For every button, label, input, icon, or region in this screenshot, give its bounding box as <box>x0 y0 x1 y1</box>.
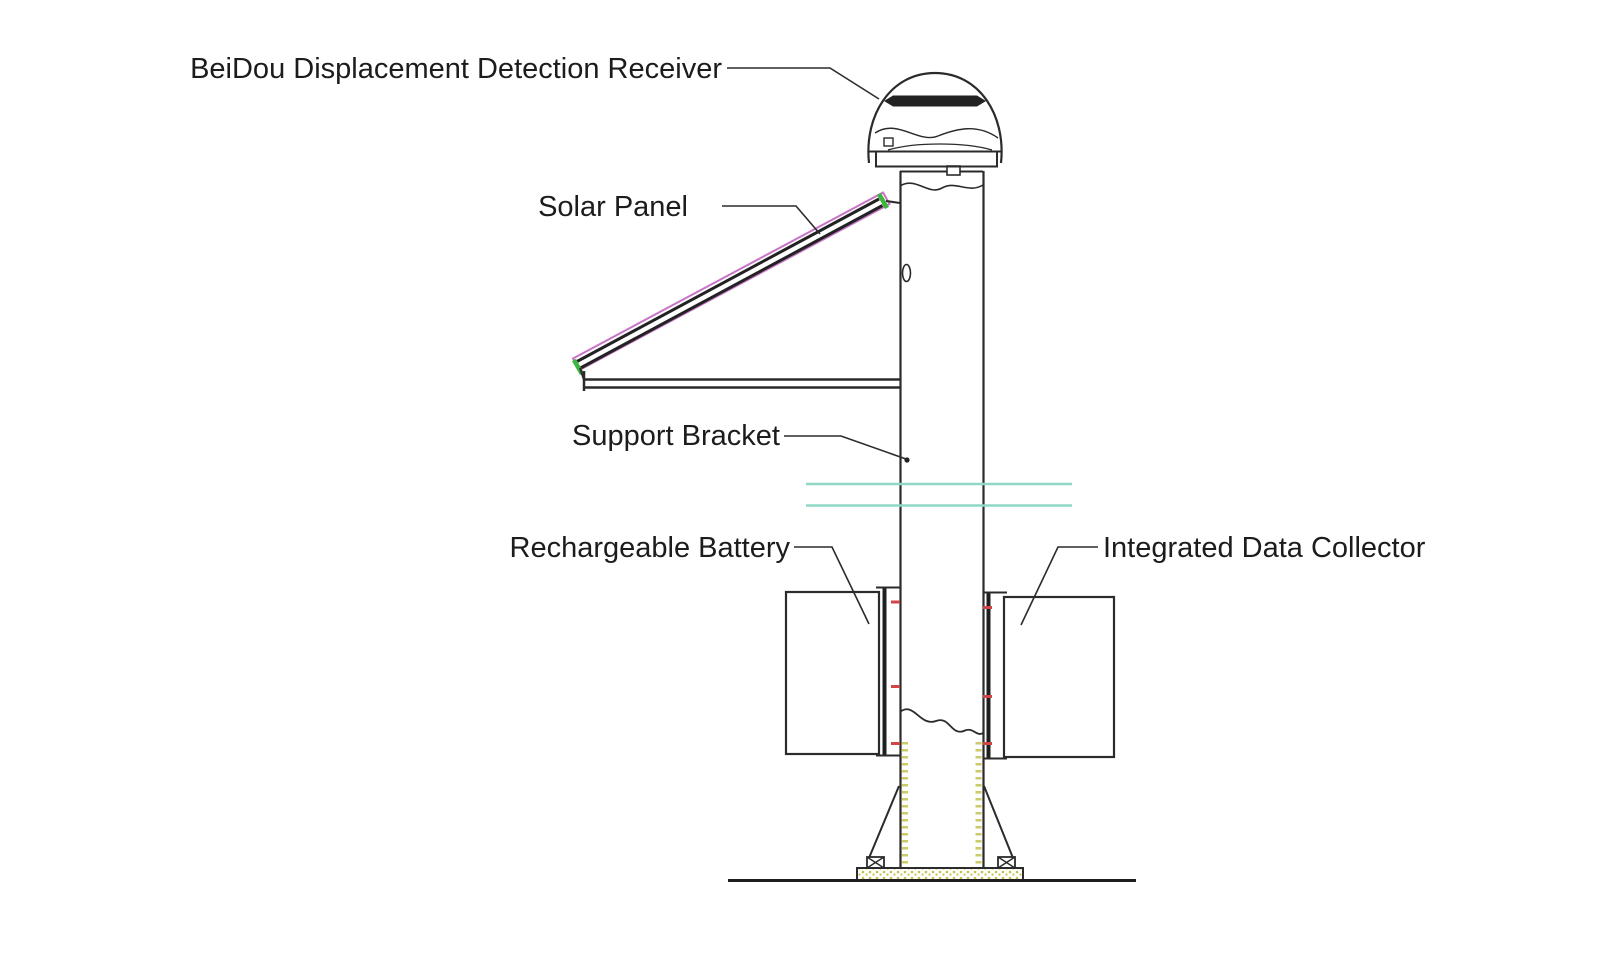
leader-receiver <box>727 67 880 100</box>
label-support-bracket: Support Bracket <box>572 420 780 452</box>
leader-support-bracket-dot <box>904 457 910 463</box>
gusset-left-diagonal <box>868 785 900 859</box>
foundation <box>728 708 1136 882</box>
mounting-pole <box>899 165 985 868</box>
data-collector-box <box>1002 595 1116 759</box>
weld-mark <box>891 685 900 688</box>
dome-connector-detail <box>883 137 894 147</box>
data-collector-assembly <box>983 591 1116 760</box>
gusset-right-diagonal <box>983 785 1014 859</box>
weld-mark <box>983 695 992 698</box>
label-data-collector: Integrated Data Collector <box>1103 532 1426 564</box>
support-bracket-joint <box>579 367 585 381</box>
leader-support-bracket <box>784 435 907 460</box>
cable-hole <box>901 263 912 283</box>
anchor-bolt-right-cross <box>997 856 1016 869</box>
label-solar-panel: Solar Panel <box>538 191 688 223</box>
label-battery: Rechargeable Battery <box>510 532 791 564</box>
dome-base-flange <box>875 150 998 168</box>
dome-slot <box>884 95 986 107</box>
battery-box-assembly <box>784 586 900 757</box>
leader-solar-panel <box>722 205 821 235</box>
anchor-bolt-left-cross <box>866 856 885 869</box>
foundation-break-wave <box>899 708 984 735</box>
weld-mark <box>983 606 992 609</box>
label-receiver: BeiDou Displacement Detection Receiver <box>190 53 722 85</box>
weld-mark <box>983 742 992 745</box>
dome-inner-curve-lower <box>887 143 993 151</box>
solar-mount-marker-top <box>877 192 889 210</box>
battery-box <box>784 590 881 756</box>
weld-mark <box>891 742 900 745</box>
solar-panel <box>571 191 901 376</box>
solar-top-connector <box>885 200 901 204</box>
solar-panel-face-line <box>576 197 880 363</box>
base-plate <box>856 867 1024 881</box>
dome-inner-curve-upper <box>874 127 999 139</box>
receiver-dome <box>867 71 1003 168</box>
pole-break-marks <box>806 482 1072 507</box>
solar-panel-back-line <box>579 204 884 370</box>
leader-data-collector <box>1020 546 1098 626</box>
weld-mark <box>891 600 900 604</box>
leader-battery <box>794 546 870 625</box>
labels: BeiDou Displacement Detection Receiver S… <box>190 53 1426 626</box>
dome-outline <box>867 71 1003 164</box>
pole-top-break-line <box>899 182 984 191</box>
support-bracket-arm <box>579 367 900 391</box>
